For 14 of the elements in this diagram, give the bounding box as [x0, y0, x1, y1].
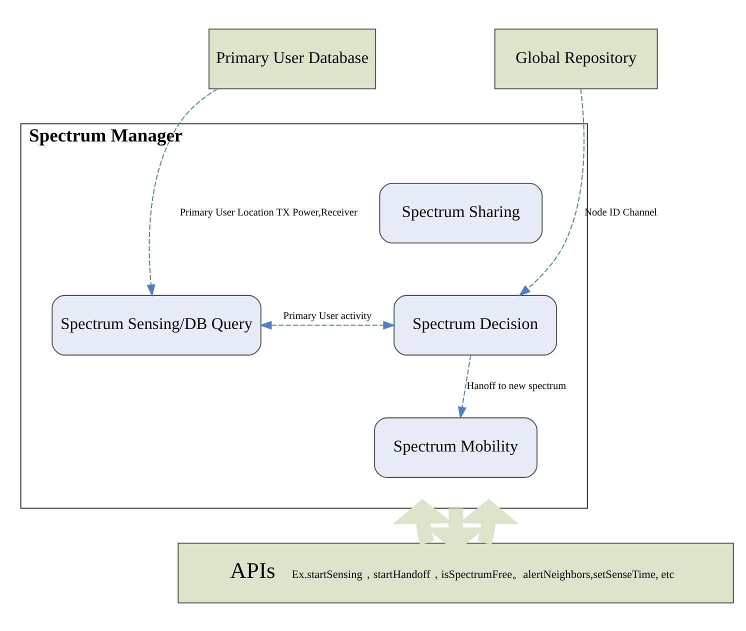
node-box: Spectrum Decision [394, 294, 558, 356]
arrow [259, 320, 396, 330]
edge-label: Hanoff to new spectrum [466, 380, 566, 392]
node-box: Primary User Database [208, 28, 376, 89]
node-box: Spectrum Mobility [374, 416, 538, 478]
edge-label: Primary User activity [283, 310, 372, 322]
node-box: Spectrum Sharing [379, 182, 543, 243]
edge-label: Primary User Location TX Power,Receiver [180, 207, 358, 218]
node-box: Global Repository [494, 28, 658, 89]
arrow [518, 88, 584, 296]
node-box: APIs Ex.startSensing，startHandoff，isSpectrumFree。alertNeighbors,setSenseTime, etc [178, 542, 734, 603]
arrow [146, 88, 218, 296]
arrow [458, 354, 472, 419]
node-box: Spectrum Sensing/DB Query [52, 294, 262, 356]
